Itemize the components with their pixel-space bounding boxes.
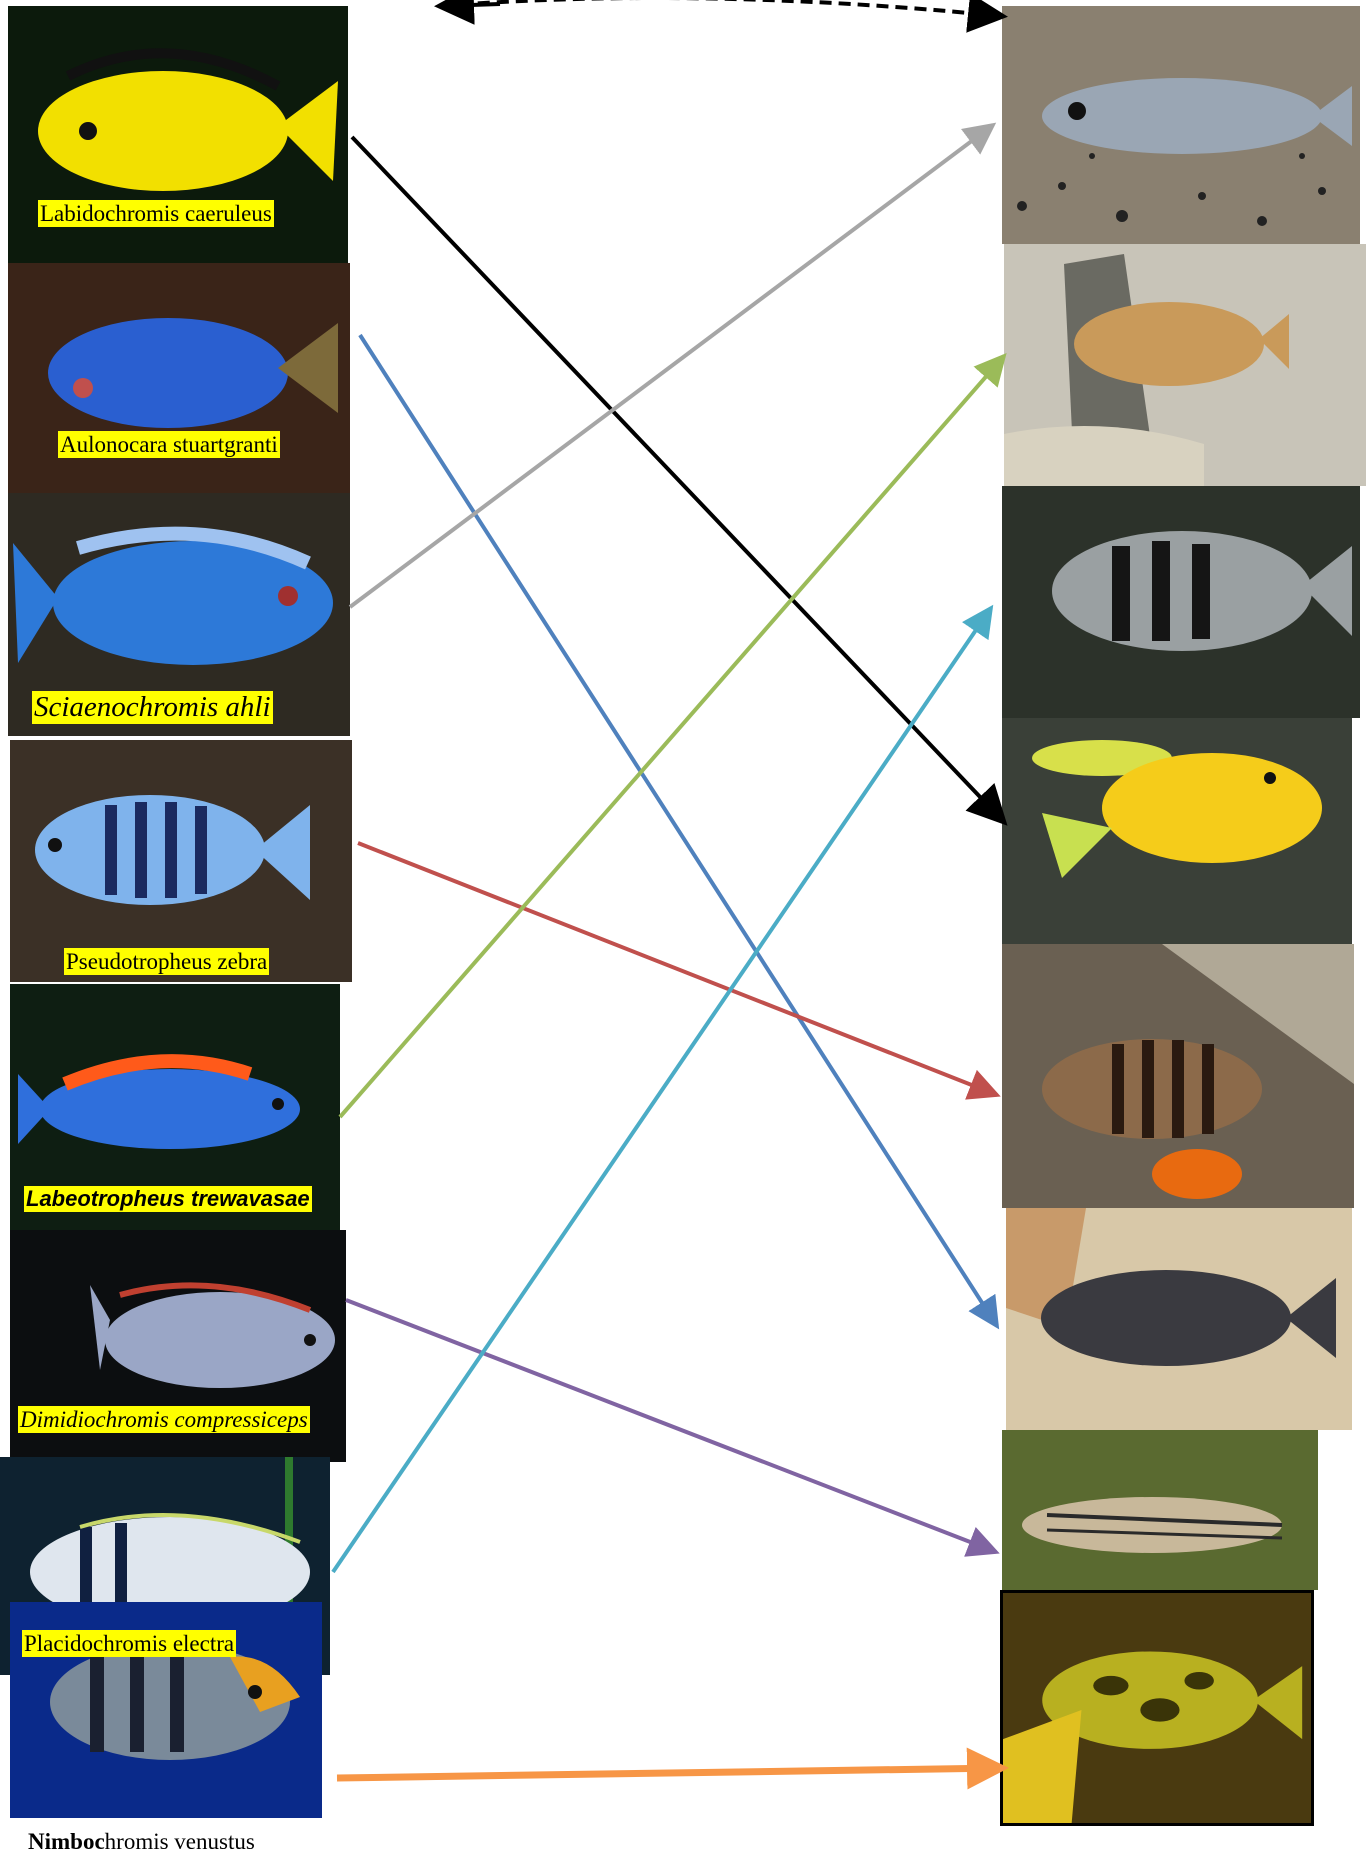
arrow-aulonocara xyxy=(360,335,997,1326)
dashed-arrow-top xyxy=(440,0,1000,16)
label-pseudotropheus: Pseudotropheus zebra xyxy=(64,948,269,975)
label-nimbochromis-rest: hromis venustus xyxy=(105,1829,255,1854)
fish-photo-image xyxy=(1006,1208,1352,1430)
label-labidochromis: Labidochromis caeruleus xyxy=(38,200,274,227)
fish-photo-image xyxy=(1002,944,1354,1208)
fish-photo-image xyxy=(1002,486,1360,718)
right-photo-2 xyxy=(1004,244,1366,486)
fish-photo-image xyxy=(1002,6,1360,244)
right-photo-3 xyxy=(1002,486,1360,718)
right-photo-4 xyxy=(1002,718,1352,944)
left-photo-pseudotropheus xyxy=(10,740,352,982)
fish-photo-image xyxy=(1002,1430,1318,1590)
left-photo-aulonocara xyxy=(8,263,350,495)
right-photo-5 xyxy=(1002,944,1354,1208)
fish-photo-image xyxy=(1002,718,1352,944)
label-placidochromis-overlay: Placidochromis electra xyxy=(22,1630,236,1657)
arrow-labeotropheus xyxy=(340,356,1004,1117)
label-nimbochromis-bold: Nimboc xyxy=(28,1829,105,1854)
arrow-dimidiochromis xyxy=(346,1300,996,1552)
fish-photo-image xyxy=(10,740,352,982)
arrow-nimbochromis xyxy=(337,1768,1002,1778)
label-sciaenochromis: Sciaenochromis ahli xyxy=(32,691,273,724)
arrow-sciaenochromis xyxy=(350,125,993,607)
label-nimbochromis: Nimbochromis venustus xyxy=(26,1828,257,1855)
right-photo-1 xyxy=(1002,6,1360,244)
arrow-labidochromis xyxy=(352,137,1002,820)
dashed-arrow-top-left-head xyxy=(442,4,500,6)
label-aulonocara: Aulonocara stuartgranti xyxy=(58,431,280,458)
right-photo-8 xyxy=(1000,1590,1314,1826)
fish-photo-image xyxy=(1003,1593,1311,1823)
right-photo-7 xyxy=(1002,1430,1318,1590)
label-dimidiochromis: Dimidiochromis compressiceps xyxy=(18,1406,310,1433)
right-photo-6 xyxy=(1006,1208,1352,1430)
arrow-pseudotropheus xyxy=(358,843,997,1095)
label-labeotropheus: Labeotropheus trewavasae xyxy=(24,1186,312,1212)
fish-photo-image xyxy=(8,263,350,495)
fish-photo-image xyxy=(1004,244,1366,486)
arrow-placidochromis xyxy=(333,608,991,1572)
